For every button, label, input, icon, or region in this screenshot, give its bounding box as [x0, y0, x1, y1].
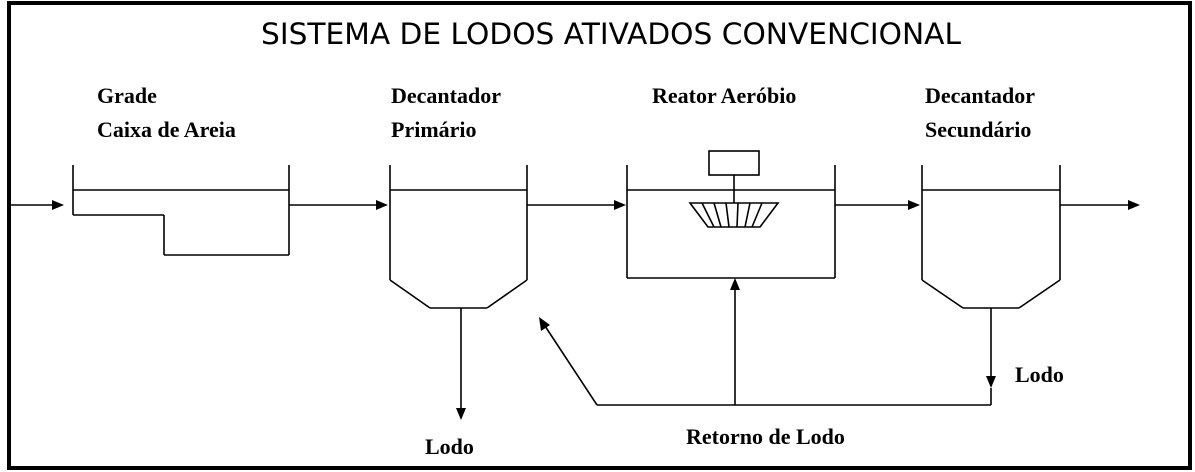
sludge-return-path: [544, 325, 992, 406]
primary-clarifier-label-1: Decantador: [391, 83, 501, 108]
primary-sludge-arrowhead: [456, 408, 466, 420]
diagram-title: SISTEMA DE LODOS ATIVADOS CONVENCIONAL: [261, 17, 961, 51]
primary-clarifier-label-2: Primário: [391, 117, 477, 142]
flow-arrowhead-2: [614, 200, 626, 210]
grit-chamber-unit: [72, 165, 290, 256]
secondary-clarifier-unit: [921, 165, 1061, 309]
primary-clarifier-unit: [389, 165, 528, 309]
secondary-sludge-arrowhead: [986, 376, 996, 388]
diagram-frame: [7, 1, 1192, 470]
flow-arrowhead-3: [908, 200, 920, 210]
aerobic-reactor-label: Reator Aeróbio: [652, 83, 796, 108]
grit-chamber-label: Caixa de Areia: [97, 117, 236, 142]
aerobic-reactor-unit: [626, 165, 836, 279]
aerator-impeller-icon: [688, 202, 780, 228]
flow-arrowhead-1: [376, 200, 388, 210]
secondary-clarifier-label-1: Decantador: [925, 83, 1035, 108]
inlet-arrowhead: [52, 200, 64, 210]
primary-sludge-label: Lodo: [425, 434, 474, 459]
aerator-motor-icon: [708, 150, 760, 203]
return-to-primary-arrowhead: [539, 317, 550, 331]
secondary-sludge-label: Lodo: [1015, 362, 1064, 387]
sludge-return-label: Retorno de Lodo: [686, 424, 845, 449]
secondary-clarifier-label-2: Secundário: [925, 117, 1031, 142]
effluent-arrowhead: [1128, 200, 1140, 210]
grade-label: Grade: [97, 83, 157, 108]
return-to-reactor-arrowhead: [730, 278, 740, 290]
